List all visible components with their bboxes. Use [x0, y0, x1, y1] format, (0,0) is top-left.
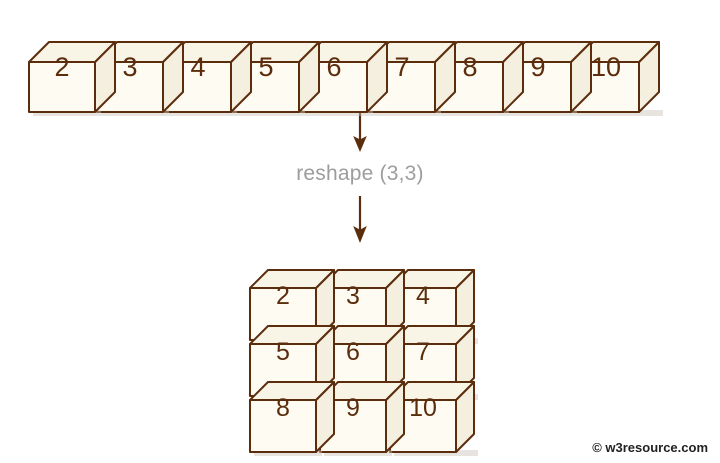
array-cell-0: 2	[28, 41, 116, 116]
watermark-label: © w3resource.com	[592, 440, 708, 455]
arrow-to-label	[348, 108, 372, 153]
reshape-caption: reshape (3,3)	[296, 162, 424, 185]
matrix-cell-0-0: 2	[249, 269, 335, 344]
arrow-to-matrix	[348, 196, 372, 244]
matrix-cell-2-0: 8	[249, 381, 335, 456]
matrix-cell-1-0: 5	[249, 325, 335, 400]
